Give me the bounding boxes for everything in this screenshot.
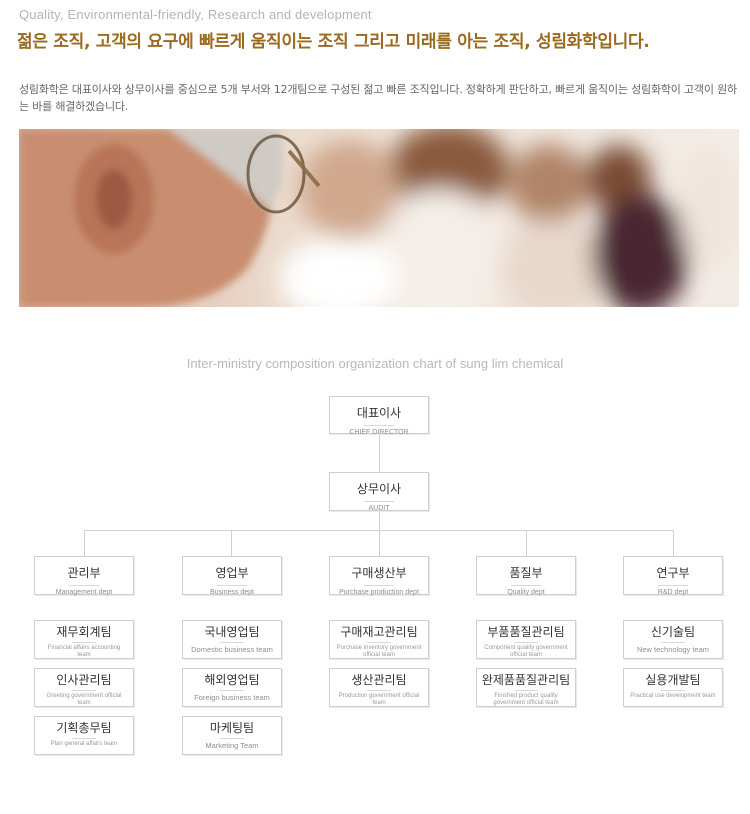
divider (661, 690, 685, 691)
connector-line (379, 434, 380, 472)
director-box: 대표이사 CHIEF DIRECTOR (329, 396, 429, 436)
intro-paragraph: 성림화학은 대표이사와 상무이사를 중심으로 5개 부서와 12개팀으로 구성된… (19, 83, 737, 113)
team-photo (19, 129, 739, 307)
dept-box-quality: 품질부 Quality dept (476, 556, 576, 596)
dept-name: 품질부 (509, 566, 543, 580)
connector-line (84, 530, 85, 556)
divider (364, 501, 394, 502)
connector-line (526, 530, 527, 556)
team-name: 생산관리팀 (351, 673, 407, 687)
team-english: New technology team (636, 645, 710, 654)
divider (511, 585, 541, 586)
team-english: Component quality government official te… (484, 645, 568, 658)
team-box: 국내영업팀 Domestic business team (182, 620, 282, 659)
dept-name: 연구부 (656, 566, 690, 580)
connector-line (379, 530, 380, 556)
team-box: 생산관리팀 Production government official tea… (329, 668, 429, 707)
dept-box-purchase-production: 구매생산부 Purchase production dept (329, 556, 429, 596)
team-box: 기획총무팀 Plan general affairs team (34, 716, 134, 755)
divider (658, 585, 688, 586)
connector-line (673, 530, 674, 556)
connector-line (379, 511, 380, 530)
team-name: 마케팅팀 (209, 721, 255, 735)
team-box: 실용개발팀 Practical use development team (623, 668, 723, 707)
team-english: Foreign business team (194, 693, 270, 702)
dept-box-rnd: 연구부 R&D dept (623, 556, 723, 596)
chart-title: Inter-ministry composition organization … (186, 356, 564, 371)
divider (72, 738, 96, 739)
team-english: Plan general affairs team (50, 741, 118, 747)
team-name: 부품품질관리팀 (487, 625, 565, 639)
connector-line (84, 530, 673, 531)
connector-line (231, 530, 232, 556)
dept-english: R&D dept (657, 589, 689, 596)
director-name: 대표이사 (356, 406, 402, 420)
divider (72, 642, 96, 643)
dept-name: 관리부 (67, 566, 101, 580)
divider (220, 690, 244, 691)
team-name: 국내영업팀 (204, 625, 260, 639)
team-name: 신기술팀 (650, 625, 696, 639)
dept-box-management: 관리부 Management dept (34, 556, 134, 596)
audit-name: 상무이사 (356, 482, 402, 496)
divider (661, 642, 685, 643)
dept-english: Purchase production dept (339, 589, 419, 596)
director-english: CHIEF DIRECTOR (349, 429, 409, 436)
team-name: 재무회계팀 (56, 625, 112, 639)
team-box: 해외영업팀 Foreign business team (182, 668, 282, 707)
team-english: Greeting government official team (46, 693, 122, 706)
team-box: 신기술팀 New technology team (623, 620, 723, 659)
team-english: Domestic business team (191, 645, 273, 654)
team-box: 완제품품질관리팀 Finished product quality govern… (476, 668, 576, 707)
divider (69, 585, 99, 586)
team-english: Purchase inventory government official t… (336, 645, 422, 658)
divider (364, 425, 394, 426)
team-name: 해외영업팀 (204, 673, 260, 687)
team-english: Finished product quality government offi… (493, 693, 559, 706)
team-box: 인사관리팀 Greeting government official team (34, 668, 134, 707)
divider (514, 642, 538, 643)
team-name: 인사관리팀 (56, 673, 112, 687)
dept-english: Management dept (55, 589, 113, 596)
divider (72, 690, 96, 691)
team-name: 완제품품질관리팀 (481, 673, 571, 687)
dept-english: Business dept (210, 589, 254, 596)
team-box: 마케팅팀 Marketing Team (182, 716, 282, 755)
team-name: 구매재고관리팀 (340, 625, 418, 639)
divider (367, 690, 391, 691)
team-box: 재무회계팀 Financial affairs accounting team (34, 620, 134, 659)
page-subtitle: Quality, Environmental-friendly, Researc… (19, 7, 372, 22)
page-headline: 젊은 조직, 고객의 요구에 빠르게 움직이는 조직 그리고 미래를 아는 조직… (17, 32, 650, 52)
dept-name: 영업부 (215, 566, 249, 580)
team-box: 부품품질관리팀 Component quality government off… (476, 620, 576, 659)
team-box: 구매재고관리팀 Purchase inventory government of… (329, 620, 429, 659)
team-name: 기획총무팀 (56, 721, 112, 735)
audit-english: AUDIT (368, 505, 390, 512)
team-english: Marketing Team (205, 741, 259, 750)
team-english: Production government official team (338, 693, 420, 706)
team-english: Financial affairs accounting team (47, 645, 121, 658)
audit-box: 상무이사 AUDIT (329, 472, 429, 512)
dept-box-business: 영업부 Business dept (182, 556, 282, 596)
team-english: Practical use development team (630, 693, 716, 699)
divider (217, 585, 247, 586)
dept-name: 구매생산부 (351, 566, 407, 580)
team-name: 실용개발팀 (645, 673, 701, 687)
divider (364, 585, 394, 586)
divider (514, 690, 538, 691)
divider (220, 642, 244, 643)
dept-english: Quality dept (507, 589, 545, 596)
divider (220, 738, 244, 739)
divider (367, 642, 391, 643)
